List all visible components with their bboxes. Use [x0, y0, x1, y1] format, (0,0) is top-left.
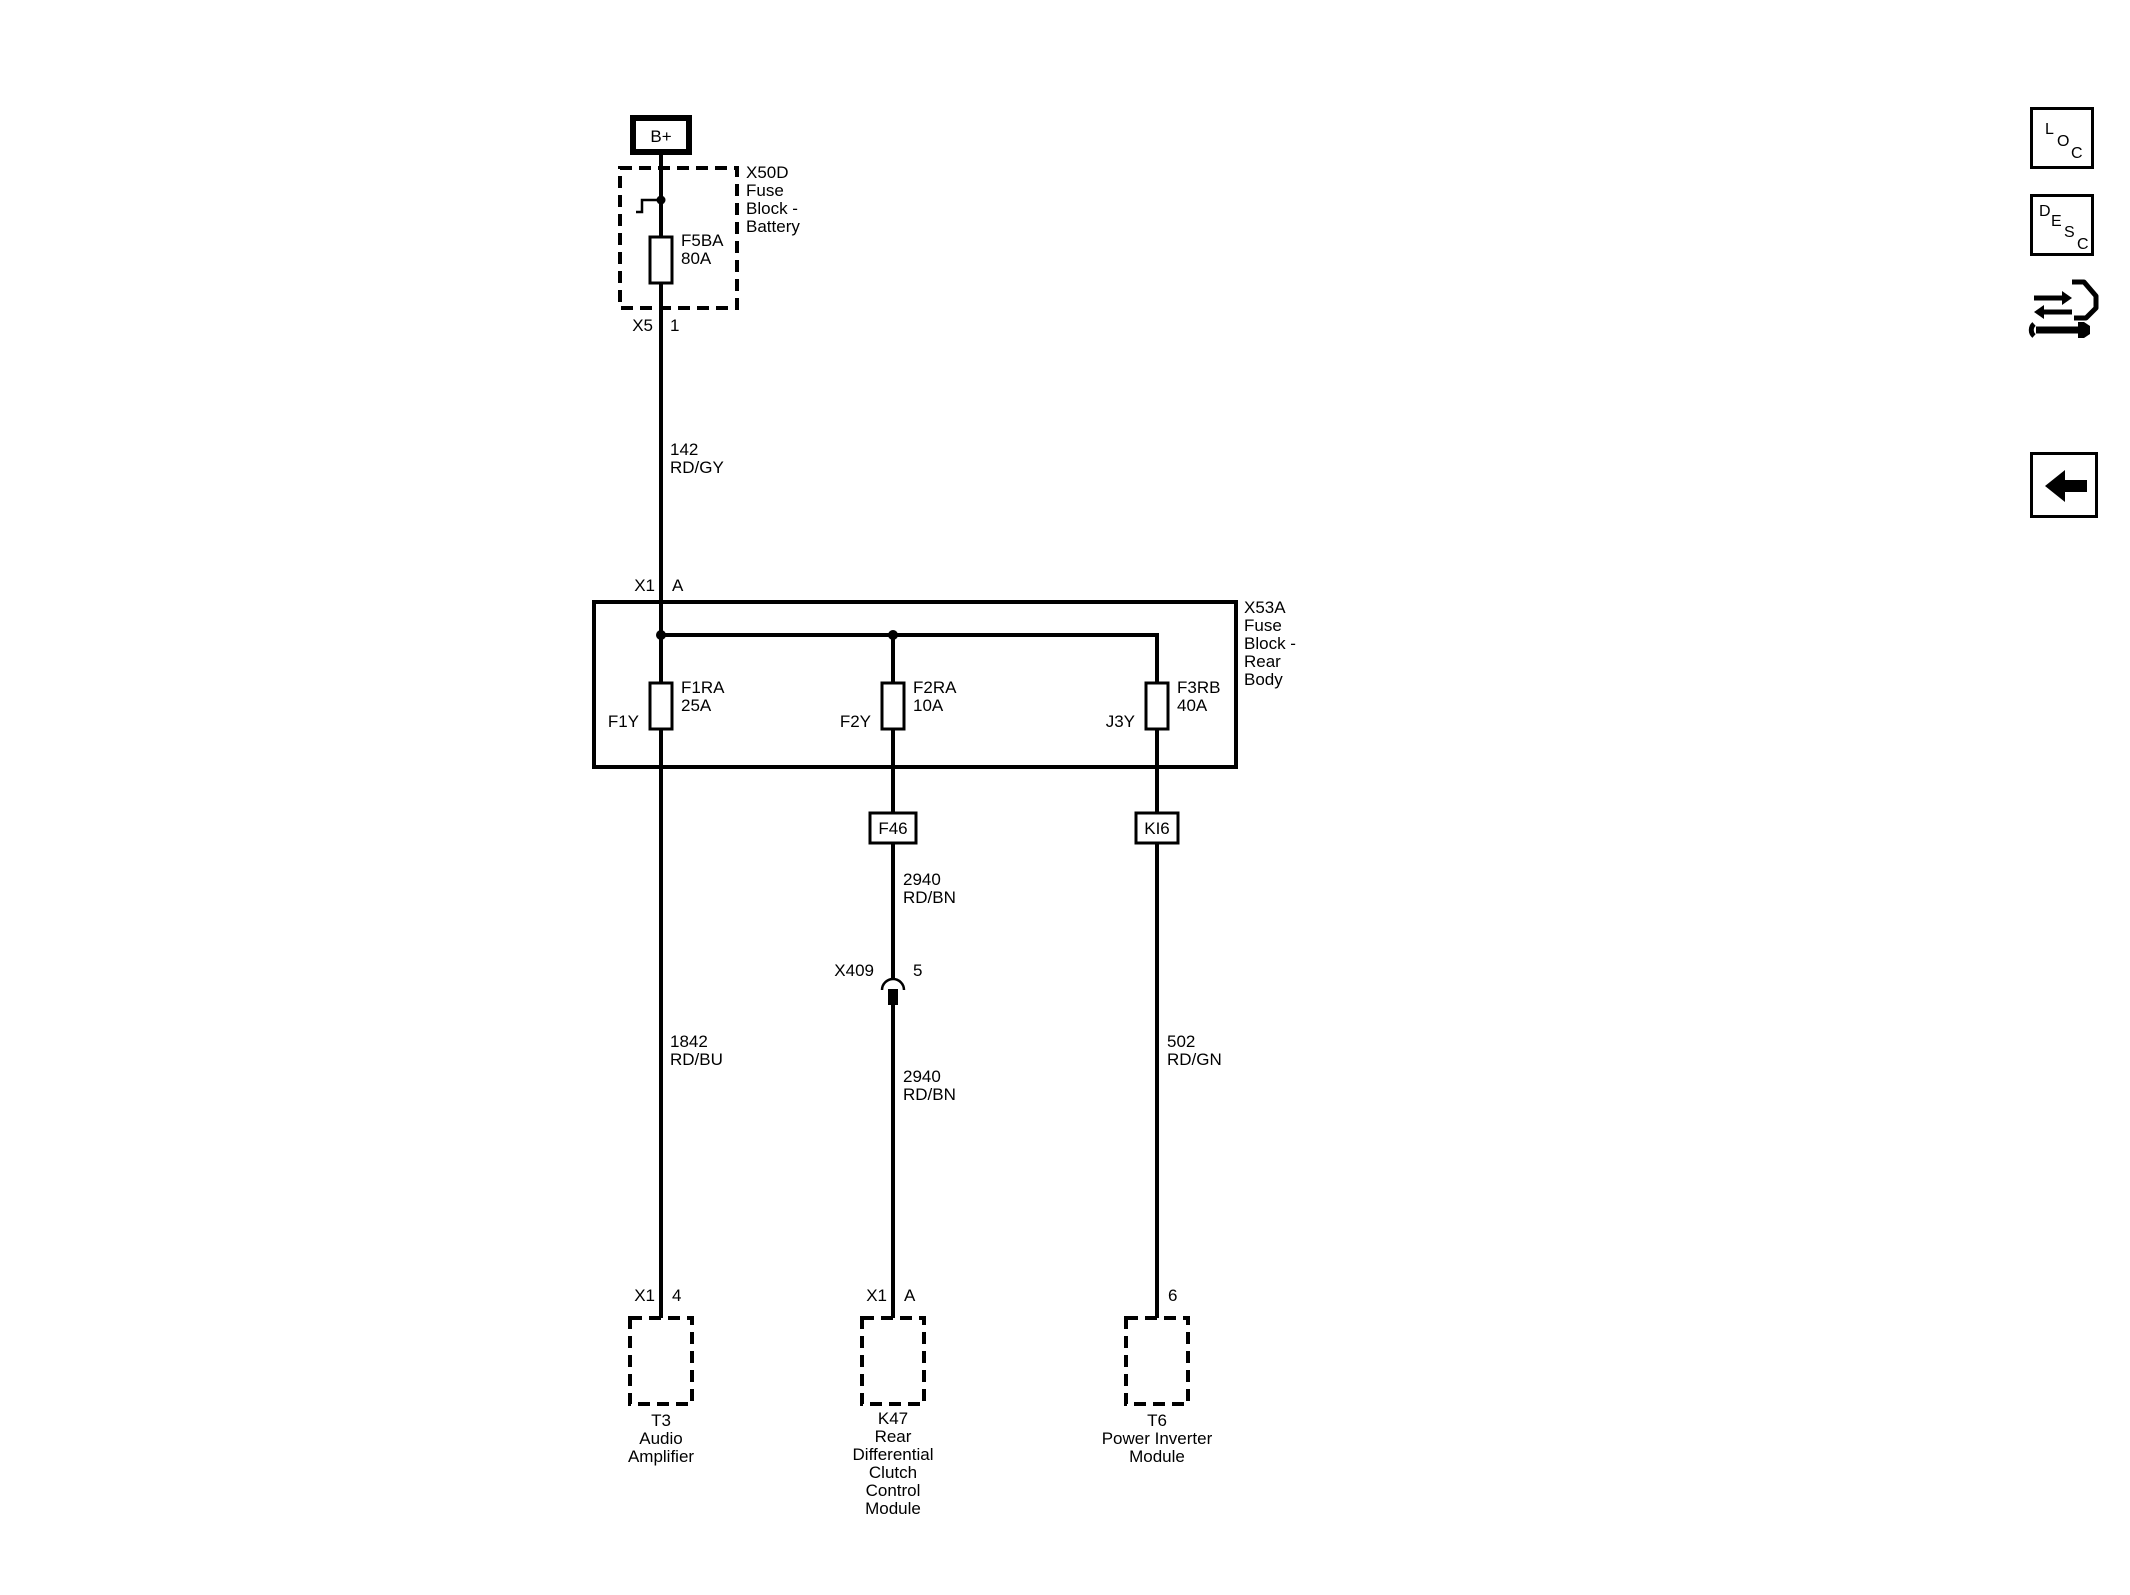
module-t6-outline: [1124, 1316, 1190, 1406]
battery-label: B+: [650, 127, 671, 146]
fuse-block-battery-name-3: Battery: [746, 217, 800, 236]
fuse-f1ra-terminal: F1Y: [608, 712, 639, 731]
connector-wrench-icon: [2028, 279, 2099, 338]
wire-1842-color: RD/BU: [670, 1050, 723, 1069]
desc-letter-e: E: [2051, 213, 2062, 230]
connector-x5-id: X5: [632, 316, 653, 335]
wire-2940-lower-circuit: 2940: [903, 1067, 941, 1086]
inline-connector-ki6: [1134, 811, 1180, 845]
fuse-f2ra-terminal: F2Y: [840, 712, 871, 731]
wire-2940-upper-color: RD/BN: [903, 888, 956, 907]
module-k47-name-2: Rear: [875, 1427, 912, 1446]
wire-502-circuit: 502: [1167, 1032, 1195, 1051]
fuse-f5ba-id: F5BA: [681, 231, 724, 250]
fuse-f3rb-rating: 40A: [1177, 696, 1208, 715]
fuse-block-battery-name-1: Fuse: [746, 181, 784, 200]
loc-letter-o: O: [2057, 133, 2069, 150]
fuse-block-rear-name-3: Rear: [1244, 652, 1281, 671]
fuse-block-rear-name-1: Fuse: [1244, 616, 1282, 635]
module-t6-pin: 6: [1168, 1286, 1177, 1305]
fuse-f3rb-id: F3RB: [1177, 678, 1220, 697]
fuse-f3rb-terminal: J3Y: [1106, 712, 1135, 731]
splice-x409-id: X409: [834, 961, 874, 980]
inline-connector-ki6-label: KI6: [1144, 819, 1170, 838]
wire-142-circuit: 142: [670, 440, 698, 459]
fuse-f1ra: [648, 681, 674, 731]
fuse-block-battery-id: X50D: [746, 163, 789, 182]
wire-2940-lower-color: RD/BN: [903, 1085, 956, 1104]
module-k47-outline: [860, 1316, 926, 1406]
connector-x1-rear-pin: A: [672, 576, 684, 595]
wire-502-color: RD/GN: [1167, 1050, 1222, 1069]
fuse-f3rb: [1144, 681, 1170, 731]
splice-x409-pin: 5: [913, 961, 922, 980]
desc-button[interactable]: D E S C: [2030, 194, 2094, 256]
module-t3-outline: [628, 1316, 694, 1406]
module-t6-name-3: Module: [1129, 1447, 1185, 1466]
fuse-f5ba: [648, 235, 674, 285]
desc-letter-c: C: [2077, 236, 2089, 253]
module-k47-name-4: Clutch: [869, 1463, 917, 1482]
wire-142-color: RD/GY: [670, 458, 724, 477]
loc-letter-c: C: [2071, 145, 2083, 162]
back-button[interactable]: [2030, 452, 2098, 518]
fuse-block-battery-name-2: Block -: [746, 199, 798, 218]
fuse-f5ba-rating: 80A: [681, 249, 712, 268]
module-k47-name-3: Differential: [853, 1445, 934, 1464]
fuse-block-rear-name-4: Body: [1244, 670, 1283, 689]
module-t6-name-2: Power Inverter: [1102, 1429, 1213, 1448]
module-k47-pin: A: [904, 1286, 916, 1305]
fuse-f1ra-rating: 25A: [681, 696, 712, 715]
connector-repair-button[interactable]: [2028, 274, 2100, 340]
connector-x5-pin: 1: [670, 316, 679, 335]
desc-letter-d: D: [2039, 203, 2051, 220]
loc-button[interactable]: L O C: [2030, 107, 2094, 169]
wire-2940-upper-circuit: 2940: [903, 870, 941, 889]
loc-icon: L O C: [2045, 121, 2083, 162]
desc-letter-s: S: [2064, 224, 2075, 241]
module-t3-name-3: Amplifier: [628, 1447, 694, 1466]
fuse-block-rear-id: X53A: [1244, 598, 1286, 617]
wire-1842-circuit: 1842: [670, 1032, 708, 1051]
fuse-f1ra-id: F1RA: [681, 678, 725, 697]
module-k47-name-5: Control: [866, 1481, 921, 1500]
module-k47-name-6: Module: [865, 1499, 921, 1518]
fuse-f2ra: [880, 681, 906, 731]
module-t3-name-1: T3: [651, 1411, 671, 1430]
fuse-block-rear-name-2: Block -: [1244, 634, 1296, 653]
module-k47-connector: X1: [866, 1286, 887, 1305]
fuse-block-battery-outline: [618, 166, 739, 310]
connector-x1-rear-id: X1: [634, 576, 655, 595]
desc-icon: D E S C: [2039, 203, 2089, 253]
splice-x409-symbol: [880, 977, 906, 991]
loc-letter-l: L: [2045, 121, 2054, 138]
module-k47-name-1: K47: [878, 1409, 908, 1428]
arrow-left-icon: [2045, 470, 2087, 502]
module-t3-connector: X1: [634, 1286, 655, 1305]
module-t3-name-2: Audio: [639, 1429, 682, 1448]
fuse-f2ra-rating: 10A: [913, 696, 944, 715]
battery-positive-source: B+: [630, 115, 692, 155]
fuse-block-rear-outline: [592, 600, 1238, 769]
inline-connector-f46-label: F46: [878, 819, 907, 838]
inline-connector-f46: [868, 811, 918, 845]
module-t3-pin: 4: [672, 1286, 681, 1305]
fuse-f2ra-id: F2RA: [913, 678, 957, 697]
module-t6-name-1: T6: [1147, 1411, 1167, 1430]
